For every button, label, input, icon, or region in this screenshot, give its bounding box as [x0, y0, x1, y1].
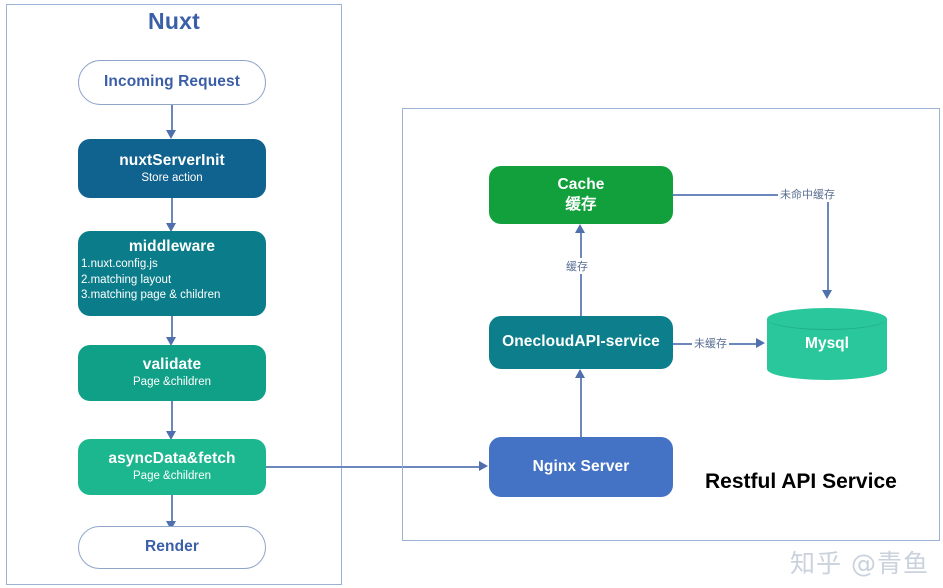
node-nginx-server[interactable]: Nginx Server: [489, 437, 673, 497]
node-middleware-list: 1.nuxt.config.js 2.matching layout 3.mat…: [81, 257, 220, 304]
arrowhead-down-render: [166, 521, 176, 530]
connector-cache-to-mysql-horizontal: [673, 194, 828, 196]
node-cache-label: Cache: [557, 176, 605, 194]
connector-asyncdata-to-nginx: [266, 466, 481, 468]
edge-label-service-to-cache: 缓存: [564, 258, 590, 274]
node-validate[interactable]: validate Page &children: [78, 345, 266, 401]
connector-serverinit-to-middleware: [171, 198, 173, 225]
arrowhead-right-mysql: [756, 338, 765, 348]
connector-asyncdata-to-render: [171, 495, 173, 523]
node-async-data-fetch-sub: Page &children: [133, 470, 211, 483]
node-onecloud-api-service-label: OnecloudAPI-service: [502, 333, 660, 351]
connector-middleware-to-validate: [171, 316, 173, 339]
arrowhead-up-service: [575, 369, 585, 378]
arrowhead-down-validate: [166, 337, 176, 346]
node-cache-sub: 缓存: [565, 195, 597, 213]
arrowhead-right-nginx: [479, 461, 488, 471]
connector-cache-to-mysql-vertical: [827, 194, 829, 292]
restful-api-panel-title: Restful API Service: [705, 470, 897, 493]
node-nginx-server-label: Nginx Server: [532, 457, 630, 475]
nuxt-panel-title: Nuxt: [148, 8, 200, 34]
node-render[interactable]: Render: [78, 526, 266, 569]
node-incoming-request[interactable]: Incoming Request: [78, 60, 266, 105]
restful-api-panel: [402, 108, 940, 541]
node-mysql-label: Mysql: [805, 335, 849, 352]
node-async-data-fetch-label: asyncData&fetch: [108, 450, 236, 468]
arrowhead-down-mysql: [822, 290, 832, 299]
connector-nginx-to-service: [580, 378, 582, 437]
arrowhead-down-serverinit: [166, 130, 176, 139]
connector-service-to-cache: [580, 233, 582, 316]
middleware-list-item: 3.matching page & children: [81, 289, 221, 302]
node-validate-sub: Page &children: [133, 376, 211, 389]
mysql-cylinder-top: [767, 308, 887, 330]
node-cache[interactable]: Cache 缓存: [489, 166, 673, 224]
node-nuxt-server-init[interactable]: nuxtServerInit Store action: [78, 139, 266, 198]
node-onecloud-api-service[interactable]: OnecloudAPI-service: [489, 316, 673, 369]
watermark: 知乎 @青鱼: [790, 549, 929, 578]
node-mysql[interactable]: Mysql: [767, 308, 887, 380]
mysql-cylinder-bottom: [767, 358, 887, 380]
node-async-data-fetch[interactable]: asyncData&fetch Page &children: [78, 439, 266, 495]
arrowhead-up-cache: [575, 224, 585, 233]
node-incoming-request-label: Incoming Request: [104, 73, 240, 91]
node-nuxt-server-init-label: nuxtServerInit: [119, 151, 225, 169]
arrowhead-down-middleware: [166, 223, 176, 232]
middleware-list-item: 1.nuxt.config.js: [81, 258, 158, 271]
edge-label-cache-to-mysql: 未命中缓存: [778, 186, 837, 202]
nuxt-panel: [6, 4, 342, 585]
node-middleware[interactable]: middleware 1.nuxt.config.js 2.matching l…: [78, 231, 266, 316]
node-nuxt-server-init-sub: Store action: [141, 171, 203, 184]
node-render-label: Render: [144, 538, 199, 556]
middleware-list-item: 2.matching layout: [81, 273, 172, 286]
edge-label-service-to-mysql: 未缓存: [692, 335, 729, 351]
connector-request-to-serverinit: [171, 105, 173, 132]
node-middleware-label: middleware: [128, 238, 216, 255]
arrowhead-down-asyncdata: [166, 431, 176, 440]
connector-validate-to-asyncdata: [171, 401, 173, 433]
node-validate-label: validate: [142, 356, 202, 374]
